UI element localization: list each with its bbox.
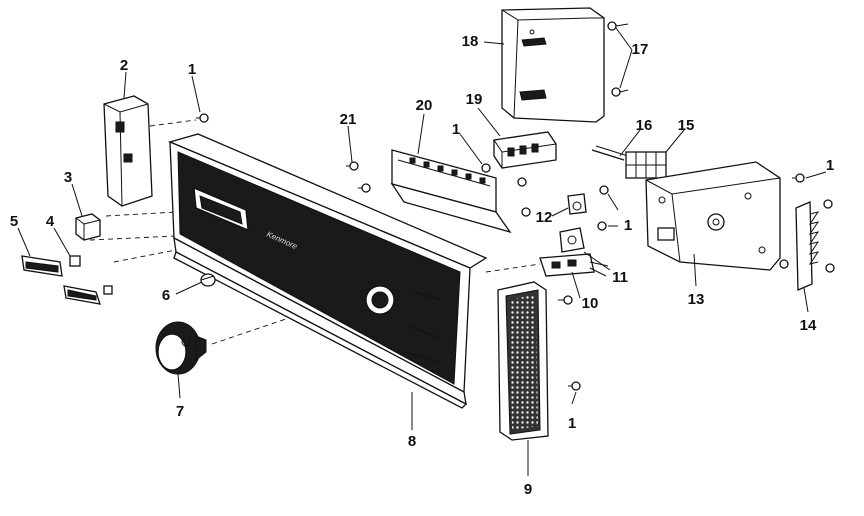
leader-lines xyxy=(17,27,827,476)
callout-18: 18 xyxy=(462,33,479,50)
callout-10: 10 xyxy=(582,295,599,312)
callout-2: 2 xyxy=(120,57,128,74)
part-14-bracket xyxy=(795,199,835,291)
callout-17: 17 xyxy=(632,41,649,58)
callout-20: 20 xyxy=(416,97,433,114)
callout-7: 7 xyxy=(176,403,184,420)
part-15-connector xyxy=(625,151,667,179)
screws-center xyxy=(196,113,609,391)
part-12-bracket xyxy=(567,193,587,215)
part-9-grille xyxy=(497,281,549,441)
callout-21: 21 xyxy=(340,111,357,128)
callout-3: 3 xyxy=(64,169,72,186)
part-8-control-panel: Kenmore xyxy=(168,133,488,409)
callout-1-bottom: 1 xyxy=(568,415,576,432)
callout-12: 12 xyxy=(536,209,553,226)
callout-1-right: 1 xyxy=(826,157,834,174)
callout-8: 8 xyxy=(408,433,416,450)
callout-19: 19 xyxy=(466,91,483,108)
callout-9: 9 xyxy=(524,481,532,498)
callout-15: 15 xyxy=(678,117,695,134)
callout-1-board: 1 xyxy=(452,121,460,138)
part-4-clip xyxy=(69,255,113,295)
part-13-timer xyxy=(645,161,805,271)
part-20-board xyxy=(390,149,512,234)
callout-5: 5 xyxy=(10,213,18,230)
callout-4: 4 xyxy=(46,213,55,230)
callout-6: 6 xyxy=(162,287,170,304)
callout-11: 11 xyxy=(612,269,628,286)
part-6-plug xyxy=(200,273,216,287)
part-10-switch xyxy=(539,253,609,277)
callout-14: 14 xyxy=(800,317,817,334)
callout-13: 13 xyxy=(688,291,705,308)
part-2-side-bracket xyxy=(103,95,153,207)
callout-labels: 1 1 1 1 1 2 3 4 5 6 7 8 9 10 11 12 13 14… xyxy=(10,33,834,498)
part-16-wire xyxy=(591,145,629,161)
part-17-screws xyxy=(607,21,629,97)
part-3-button xyxy=(75,213,101,241)
part-5-keypads xyxy=(21,255,101,305)
callout-1-top: 1 xyxy=(188,61,196,78)
callout-1-mid: 1 xyxy=(624,217,632,234)
part-19-terminal-block xyxy=(493,131,557,169)
part-18-cover xyxy=(501,7,605,123)
part-11-switch xyxy=(559,227,585,253)
callout-16: 16 xyxy=(636,117,653,134)
part-7-knob xyxy=(155,321,207,375)
